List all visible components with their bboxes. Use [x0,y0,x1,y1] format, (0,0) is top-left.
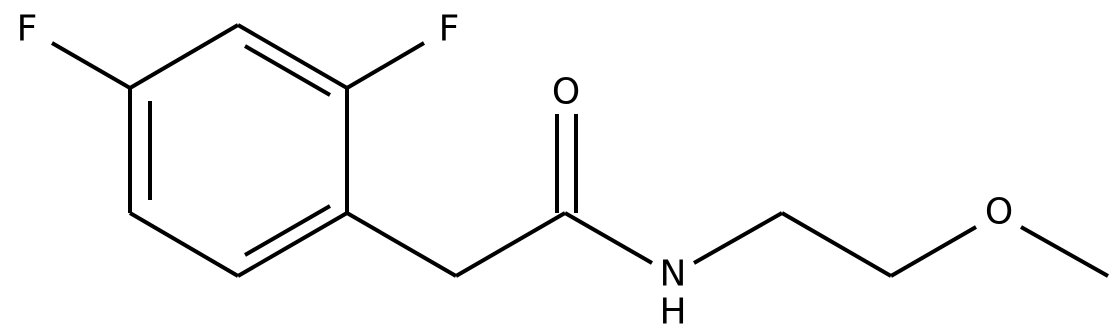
atom-label-o-ether: O [985,192,1013,233]
bond-c-f-top [345,41,426,90]
ring-bond [236,211,349,278]
atom-label-n-amide: N [660,254,687,295]
ring-bond [128,211,240,278]
ring-bond-inner [244,204,331,257]
atom-label-f-top: F [439,9,460,50]
atom-label-h-amide: H [659,292,686,333]
bond-o-ch3 [1020,225,1109,278]
ring-bond-inner [244,44,331,97]
bond-n-ch2 [693,211,783,265]
bond-ch2-ch2 [780,211,893,278]
atom-label-o-carbonyl: O [552,72,580,113]
ring-bond [236,23,349,90]
bond-carbonyl-n [564,211,653,265]
bond-c-f-left [51,41,131,90]
bond-ring-ch2 [345,211,458,278]
ring-bond [128,23,240,90]
bond-ch2-o [890,225,977,278]
atom-label-f-left: F [17,9,38,50]
benzene-ring [128,23,349,278]
bond-ch2-carbonyl [454,211,567,278]
